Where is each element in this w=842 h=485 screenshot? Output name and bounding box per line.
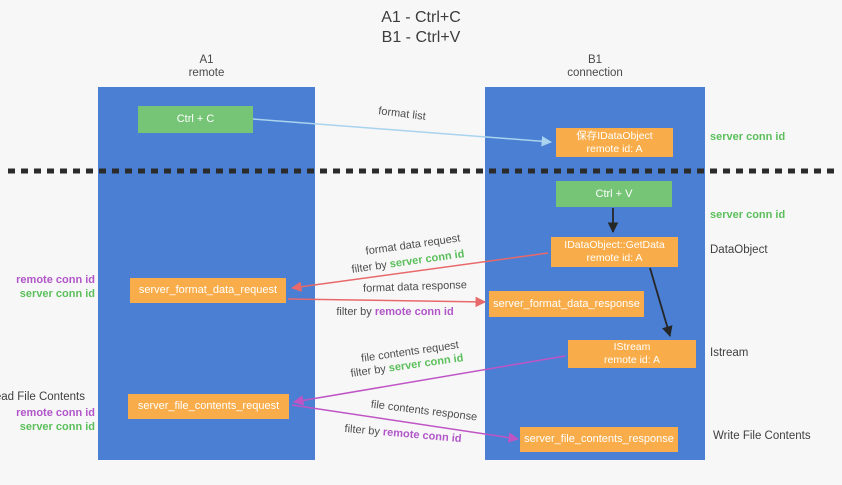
file-response-label: server_file_contents_response (524, 433, 674, 445)
file-request-box: server_file_contents_request (128, 394, 289, 419)
istream-side-label: Istream (710, 347, 749, 359)
file-contents-response-label: file contents response (370, 398, 478, 424)
ctrl-c-label: Ctrl + C (176, 113, 215, 125)
column-b1-name: B1 (587, 54, 603, 66)
getdata-line1: IDataObject::GetData (564, 239, 665, 251)
file-response-filter-label: filter by remote conn id (344, 422, 462, 446)
getdata-box: IDataObject::GetData remote id: A (551, 237, 678, 267)
istream-box: IStream remote id: A (568, 340, 696, 368)
ctrl-v-label: Ctrl + V (595, 187, 633, 200)
title-line-1: A1 - Ctrl+C (381, 9, 461, 26)
format-response-label: server_format_data_response (493, 297, 640, 310)
save-dataobject-box: 保存IDataObject remote id: A (556, 128, 673, 157)
istream-line2: remote id: A (603, 354, 661, 366)
format-request-label: server_format_data_request (138, 284, 278, 296)
file-request-label: server_file_contents_request (137, 400, 280, 412)
ctrl-c-box: Ctrl + C (138, 106, 253, 133)
column-a1-subtitle: remote (188, 67, 225, 79)
getdata-line2: remote id: A (586, 252, 643, 264)
title-line-2: B1 - Ctrl+V (381, 29, 461, 46)
ctrl-v-box: Ctrl + V (556, 181, 672, 207)
column-header-b1: B1 connection (485, 54, 705, 80)
column-b1-subtitle: connection (567, 67, 623, 79)
save-dataobject-line2: remote id: A (586, 142, 643, 155)
server-conn-id-left-label-1: server conn id (19, 288, 95, 300)
save-dataobject-line1: 保存IDataObject (576, 129, 653, 142)
format-response-filter-label: filter by remote conn id (336, 306, 454, 318)
server-conn-id-left-label-2: server conn id (19, 421, 95, 433)
diagram-title: A1 - Ctrl+C B1 - Ctrl+V (0, 8, 842, 48)
dataobject-label: DataObject (710, 244, 768, 256)
format-request-box: server_format_data_request (130, 278, 286, 303)
column-header-a1: A1 remote (98, 54, 315, 80)
file-response-box: server_file_contents_response (520, 427, 678, 452)
server-conn-id-label-2: server conn id (710, 209, 786, 221)
format-data-response-label: format data response (362, 279, 468, 295)
remote-conn-id-label-1: remote conn id (16, 274, 95, 286)
format-response-arrow (287, 296, 487, 308)
server-conn-id-label-1: server conn id (710, 131, 786, 143)
left-conn-id-group-2: remote conn id server conn id (16, 406, 95, 434)
left-conn-id-group-1: remote conn id server conn id (16, 273, 95, 301)
remote-conn-id-label-2: remote conn id (16, 407, 95, 419)
column-a1-name: A1 (199, 54, 214, 66)
istream-line1: IStream (613, 341, 651, 353)
read-file-contents-label: Read File Contents (0, 391, 85, 403)
write-file-contents-label: Write File Contents (713, 430, 811, 442)
format-list-label: format list (377, 105, 427, 123)
format-response-box: server_format_data_response (489, 291, 644, 317)
